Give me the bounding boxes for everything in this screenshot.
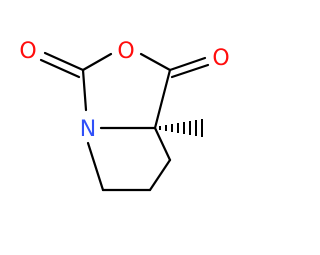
bond-ch2-ch2b — [148, 158, 172, 192]
bond-c2-oright-a — [168, 56, 207, 72]
bond-c2-cq — [153, 68, 172, 130]
bond-c1-oleft-b — [39, 58, 81, 79]
bond-c1-oleft-a — [43, 51, 85, 72]
bonds — [39, 51, 210, 192]
molecule-diagram: O O O N — [19, 39, 230, 192]
atom-o-left: O — [19, 39, 36, 64]
bond-c1-n — [81, 68, 88, 112]
bond-ch2b-cq — [153, 126, 172, 162]
bond-c1-oring — [81, 52, 113, 72]
bond-n-ch2 — [86, 141, 105, 192]
bond-oring-c2 — [139, 52, 172, 72]
bond-c2-oright-b — [170, 63, 210, 79]
atom-o-ring: O — [117, 39, 134, 64]
hashed-wedge-methyl — [159, 119, 203, 137]
atom-n: N — [80, 117, 96, 142]
structure-svg: O O O N — [19, 39, 230, 192]
atom-o-right: O — [212, 46, 229, 71]
